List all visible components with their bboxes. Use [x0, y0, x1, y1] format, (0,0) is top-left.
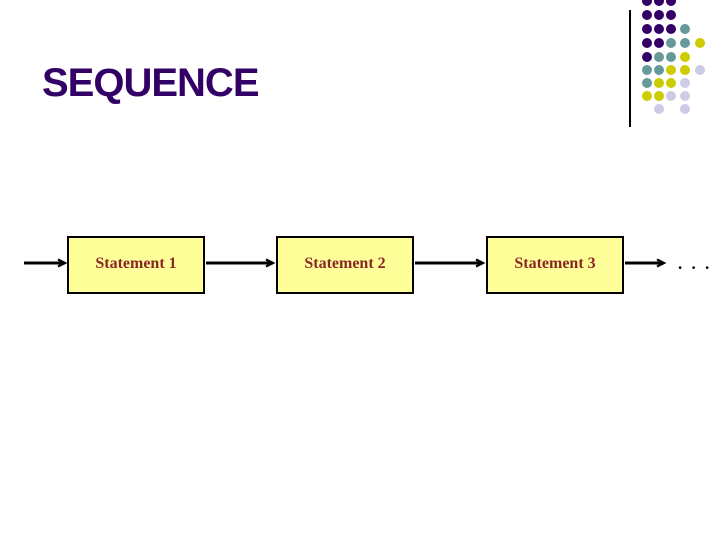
continuation-ellipsis: . . . [678, 254, 710, 273]
dot [679, 103, 690, 114]
statement-3-label: Statement 3 [514, 254, 596, 272]
dot [641, 64, 652, 75]
statement-box-1: Statement 1 [67, 236, 205, 294]
slide-title: SEQUENCE [42, 61, 259, 105]
dot [679, 38, 690, 48]
dot [679, 51, 690, 62]
dot [665, 38, 676, 48]
dot [665, 91, 676, 101]
dot [641, 38, 652, 48]
dot [653, 0, 664, 6]
dot [653, 77, 664, 88]
dot-pattern [0, 0, 720, 130]
dot [641, 51, 652, 62]
statement-2-label: Statement 2 [304, 254, 386, 272]
dot [641, 91, 652, 101]
dot [653, 10, 664, 20]
dot [665, 51, 676, 62]
dot [665, 0, 676, 6]
dot [641, 0, 652, 6]
dot [641, 10, 652, 20]
dot [679, 77, 690, 88]
dot [665, 64, 676, 75]
dot [694, 38, 705, 48]
dot [665, 24, 676, 34]
dot [653, 51, 664, 62]
decorative-vertical-line [629, 10, 631, 127]
statement-box-3: Statement 3 [486, 236, 624, 294]
dot [653, 64, 664, 75]
dot [679, 24, 690, 34]
statement-box-2: Statement 2 [276, 236, 414, 294]
dot [665, 77, 676, 88]
dot [653, 103, 664, 114]
dot [679, 91, 690, 101]
dot [653, 38, 664, 48]
dot [694, 64, 705, 75]
dot [679, 64, 690, 75]
dot [653, 24, 664, 34]
dot [653, 91, 664, 101]
statement-1-label: Statement 1 [95, 254, 177, 272]
dot [641, 77, 652, 88]
dot [665, 10, 676, 20]
dot [641, 24, 652, 34]
